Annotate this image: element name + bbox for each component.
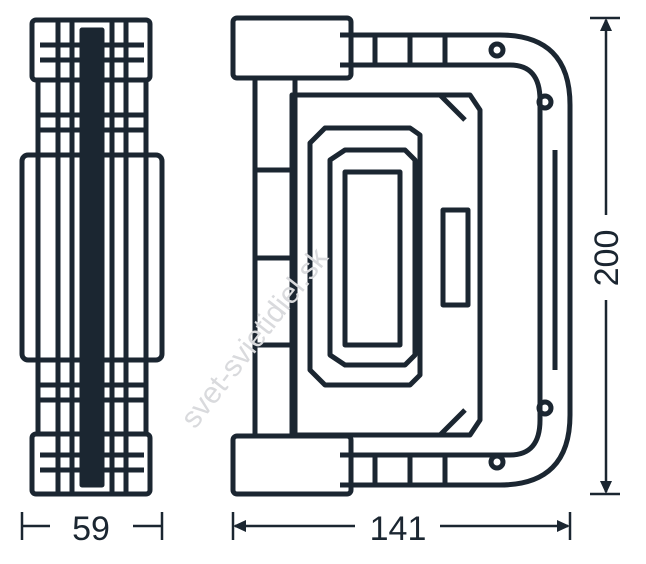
dimension-lines (20, 16, 620, 540)
side-view (19, 17, 165, 497)
front-view (230, 15, 573, 497)
dimension-depth: 59 (72, 510, 110, 548)
dimension-height: 200 (588, 230, 626, 287)
dimension-width: 141 (370, 510, 427, 548)
